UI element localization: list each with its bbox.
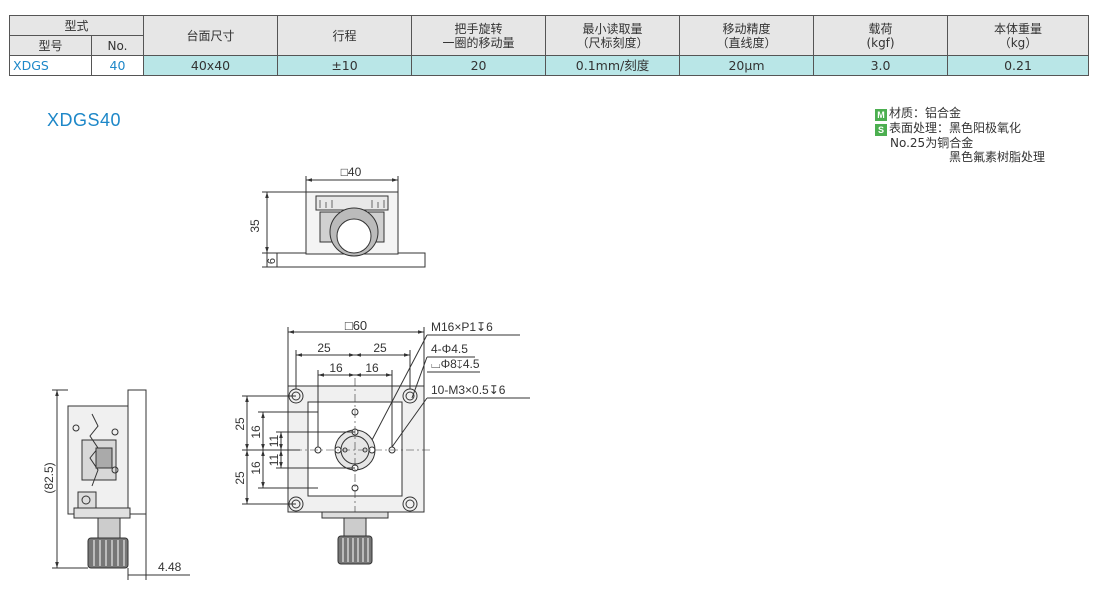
- cell-weight: 0.21: [947, 55, 1090, 76]
- cell-min-read: 0.1mm/刻度: [545, 55, 681, 76]
- dim-25-left-label: 25: [317, 341, 331, 355]
- front-width-label: □40: [341, 165, 362, 179]
- header-min-read-line1: 最小读取量: [582, 21, 643, 36]
- callout-hole: 4-Φ4.5: [431, 342, 468, 356]
- header-no: No.: [90, 35, 145, 56]
- cell-no: 40: [90, 55, 145, 76]
- header-per-rev-line2: 一圈的移动量: [442, 35, 515, 50]
- surface-badge-icon: S: [875, 124, 887, 136]
- header-weight-line1: 本体重量: [994, 21, 1043, 36]
- dim-25-right-label: 25: [373, 341, 387, 355]
- header-type-group: 型式: [8, 15, 145, 36]
- header-min-read-line2: （尺标刻度）: [576, 35, 649, 50]
- v-11-bottom-label: 11: [267, 453, 281, 466]
- front-view: [262, 176, 426, 268]
- header-model: 型号: [9, 35, 92, 56]
- header-weight: 本体重量 （kg）: [947, 15, 1090, 56]
- v-16-top-label: 16: [249, 425, 263, 439]
- cell-table-size: 40x40: [143, 55, 279, 76]
- cell-load: 3.0: [813, 55, 949, 76]
- dim-16-left-label: 16: [329, 361, 343, 375]
- copper-treatment-note: 黑色氟素树脂处理: [949, 150, 1046, 164]
- material-badge-icon: M: [875, 109, 887, 121]
- callout-m16: M16×P1↧6: [431, 320, 493, 334]
- copper-note: No.25为铜合金: [890, 136, 974, 150]
- spec-table: 型式 台面尺寸 行程 把手旋转 一圈的移动量 最小读取量 （尺标刻度） 移动精度…: [8, 15, 1090, 76]
- callout-counterbore: ⌴Φ8↧4.5: [431, 357, 480, 371]
- model-title: XDGS40: [47, 110, 122, 130]
- side-height-label: (82.5): [42, 462, 56, 493]
- header-accuracy-line2: （直线度）: [716, 35, 777, 50]
- header-load-line1: 载荷: [868, 21, 893, 36]
- callout-m3: 10-M3×0.5↧6: [431, 383, 506, 397]
- top-view: [242, 327, 530, 565]
- header-per-rev-line1: 把手旋转: [454, 21, 503, 36]
- side-offset-label: 4.48: [158, 560, 182, 574]
- material-text: 材质：铝合金: [889, 106, 962, 120]
- v-11-top-label: 11: [267, 434, 281, 447]
- header-load-line2: (kgf): [866, 35, 895, 50]
- surface-text: 表面处理：黑色阳极氧化: [889, 121, 1022, 135]
- v-25-top-label: 25: [233, 417, 247, 431]
- front-height-label: 35: [248, 219, 262, 233]
- v-16-bottom-label: 16: [249, 461, 263, 475]
- cell-per-rev: 20: [411, 55, 547, 76]
- cell-model: XDGS: [9, 55, 92, 76]
- dim-16-right-label: 16: [365, 361, 379, 375]
- cell-travel: ±10: [277, 55, 413, 76]
- header-accuracy-line1: 移动精度: [722, 21, 771, 36]
- side-view: [52, 389, 190, 580]
- table-row: XDGS 40 40x40 ±10 20 0.1mm/刻度 20μm 3.0 0…: [9, 55, 1090, 76]
- header-weight-line2: （kg）: [998, 35, 1038, 50]
- v-25-bottom-label: 25: [233, 471, 247, 485]
- front-base-label: 6: [266, 258, 278, 264]
- header-travel: 行程: [277, 15, 413, 56]
- header-per-rev: 把手旋转 一圈的移动量: [411, 15, 547, 56]
- header-accuracy: 移动精度 （直线度）: [679, 15, 815, 56]
- top-width-label: □60: [345, 318, 367, 333]
- cell-accuracy: 20μm: [679, 55, 815, 76]
